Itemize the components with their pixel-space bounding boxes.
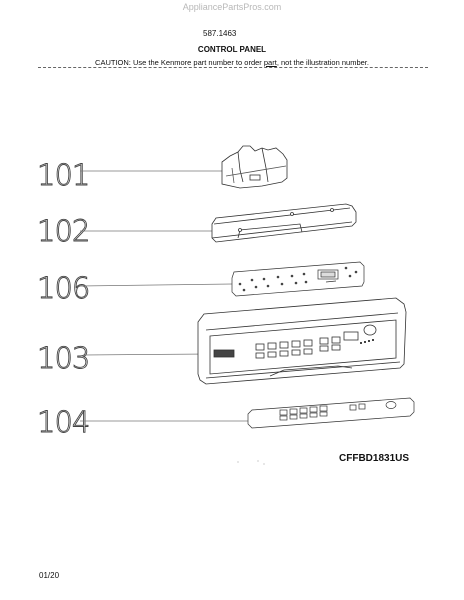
part-102-console[interactable] <box>211 203 357 243</box>
document-number: 587.1463 <box>203 29 237 38</box>
diagram-title: CONTROL PANEL <box>197 45 267 54</box>
part-106-circuit-board[interactable] <box>231 261 365 297</box>
scan-specks <box>237 460 265 465</box>
caution-part-link[interactable]: part <box>263 58 277 67</box>
revision-date: 01/20 <box>39 571 60 580</box>
part-103-panel-housing[interactable] <box>197 297 407 385</box>
caution-note: CAUTION: Use the Kenmore part number to … <box>0 58 464 67</box>
caution-suffix: , not the illustration number. <box>276 58 369 67</box>
leader-line-103 <box>83 353 211 356</box>
callout-102[interactable]: 102 <box>37 214 91 249</box>
leader-line-106 <box>79 283 233 287</box>
part-104-overlay[interactable] <box>247 397 415 429</box>
watermark: AppliancePartsPros.com <box>182 2 282 12</box>
callout-103[interactable]: 103 <box>37 341 91 376</box>
caution-prefix: CAUTION: Use the Kenmore part number to … <box>95 58 264 67</box>
part-101-bracket[interactable] <box>221 145 288 189</box>
callout-106[interactable]: 106 <box>37 271 91 306</box>
callout-104[interactable]: 104 <box>37 405 91 440</box>
callout-101[interactable]: 101 <box>37 158 91 193</box>
model-number: CFFBD1831US <box>339 453 410 464</box>
header-divider <box>38 67 428 68</box>
